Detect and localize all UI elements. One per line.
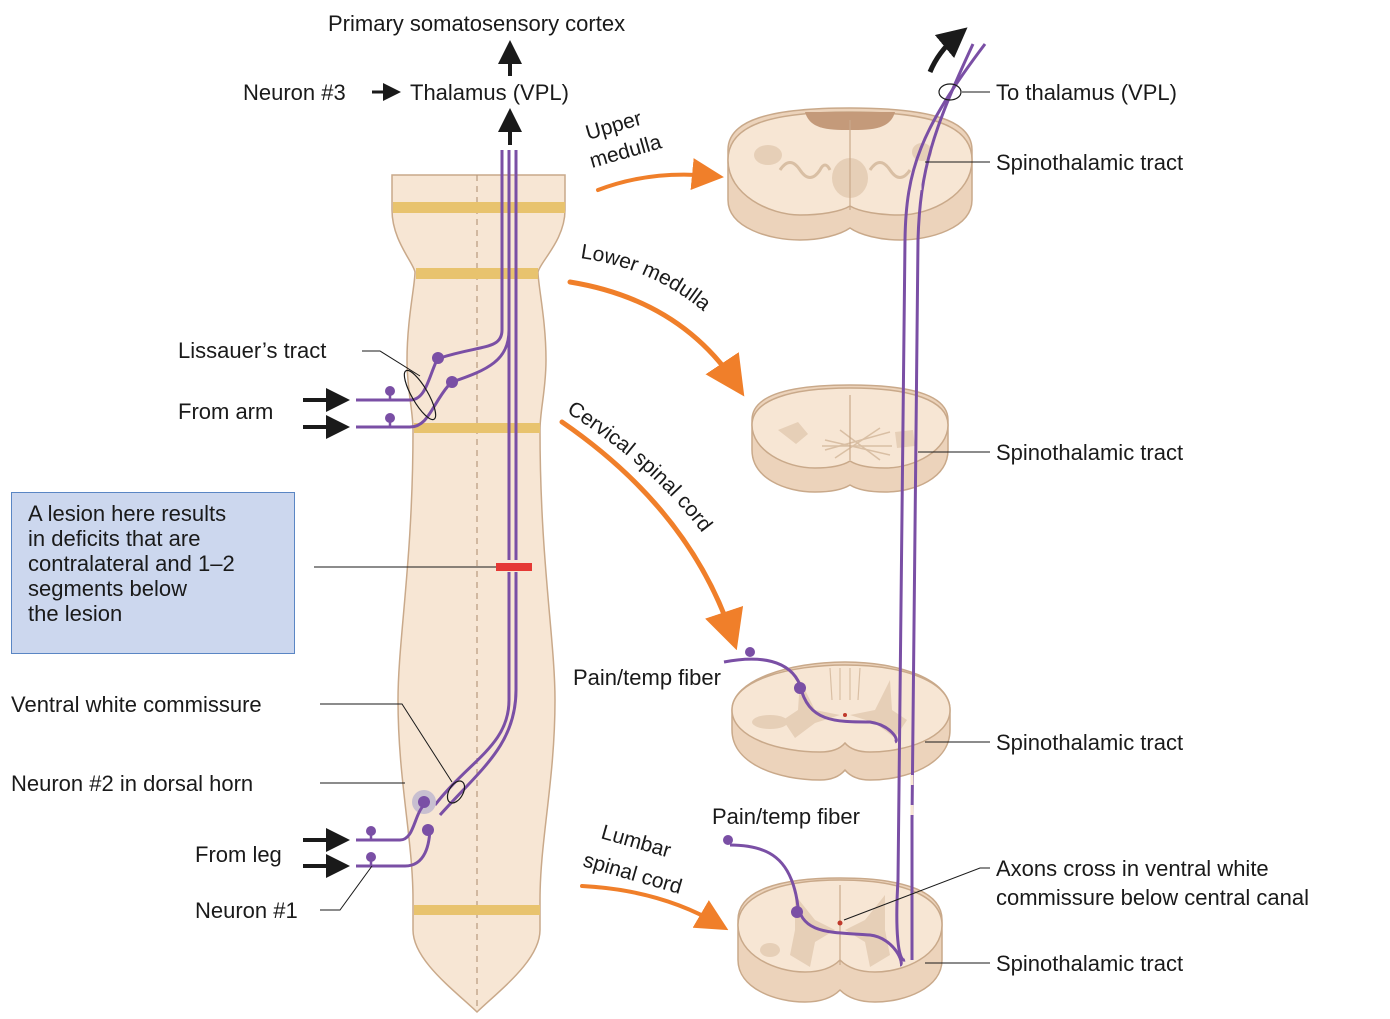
label-spinothalamic-lumbar: Spinothalamic tract bbox=[996, 951, 1183, 976]
segment-band bbox=[414, 423, 540, 433]
label-thalamus: Thalamus (VPL) bbox=[410, 80, 569, 105]
lesion-note-line: the lesion bbox=[28, 601, 284, 626]
ascending-curved-arrow bbox=[930, 37, 956, 72]
lesion-note-box: A lesion here results in deficits that a… bbox=[11, 492, 295, 654]
label-ventral-commissure: Ventral white commissure bbox=[11, 692, 262, 717]
lesion-note-line: A lesion here results bbox=[28, 501, 284, 526]
label-axons-cross-1: Axons cross in ventral white bbox=[996, 856, 1269, 881]
lesion-marker bbox=[496, 563, 532, 571]
lesion-note-line: contralateral and 1–2 bbox=[28, 551, 284, 576]
label-neuron2: Neuron #2 in dorsal horn bbox=[11, 771, 253, 796]
region-label-cervical: Cervical spinal cord bbox=[563, 397, 716, 536]
section-lower-medulla bbox=[752, 385, 948, 492]
region-arrows bbox=[562, 175, 736, 924]
label-neuron1: Neuron #1 bbox=[195, 898, 298, 923]
label-spinothalamic-lower-medulla: Spinothalamic tract bbox=[996, 440, 1183, 465]
label-to-thalamus: To thalamus (VPL) bbox=[996, 80, 1177, 105]
label-pain-temp-lumbar: Pain/temp fiber bbox=[712, 804, 860, 829]
label-neuron3: Neuron #3 bbox=[243, 80, 346, 105]
segment-band bbox=[414, 905, 540, 915]
label-spinothalamic-cervical: Spinothalamic tract bbox=[996, 730, 1183, 755]
lesion-note-line: in deficits that are bbox=[28, 526, 284, 551]
label-axons-cross-2: commissure below central canal bbox=[996, 885, 1309, 910]
lesion-note-line: segments below bbox=[28, 576, 284, 601]
section-upper-medulla bbox=[728, 108, 972, 240]
label-lissauer: Lissauer’s tract bbox=[178, 338, 326, 363]
spinal-cord-longitudinal bbox=[303, 52, 565, 1012]
label-pain-temp-cervical: Pain/temp fiber bbox=[573, 665, 721, 690]
label-from-leg: From leg bbox=[195, 842, 282, 867]
segment-band bbox=[416, 268, 538, 279]
input-arrows bbox=[303, 400, 338, 866]
label-from-arm: From arm bbox=[178, 399, 273, 424]
segment-band bbox=[393, 202, 565, 213]
label-cortex: Primary somatosensory cortex bbox=[328, 11, 625, 36]
label-spinothalamic-upper-medulla: Spinothalamic tract bbox=[996, 150, 1183, 175]
